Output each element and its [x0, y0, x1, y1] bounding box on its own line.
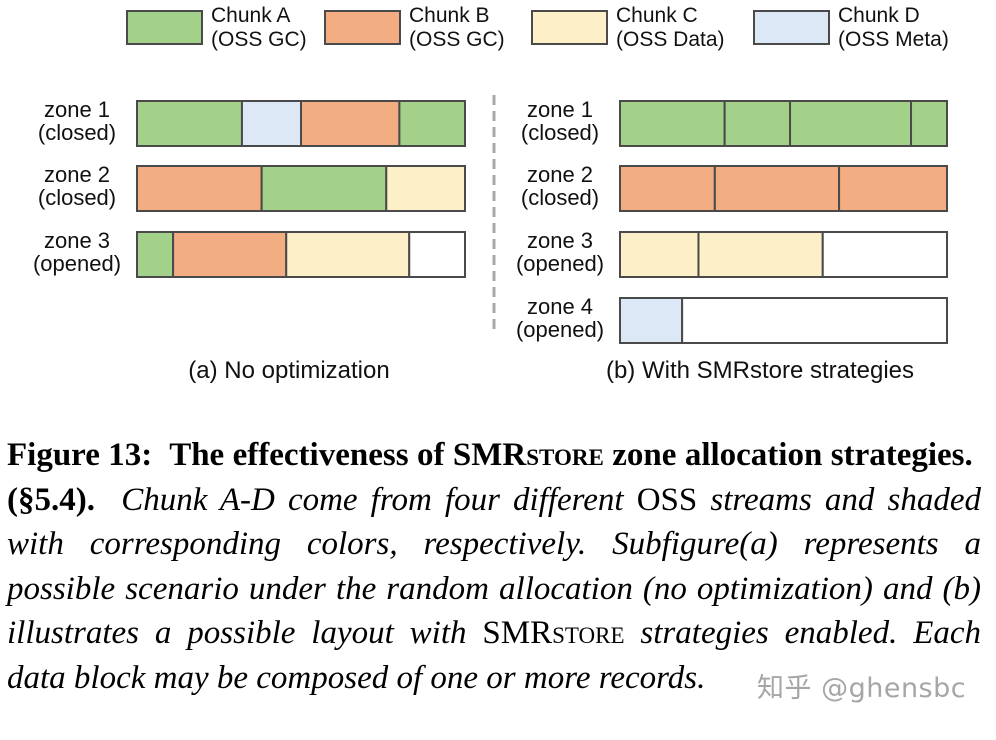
caption-text-1: Chunk A-D come from four different	[121, 481, 624, 518]
panel-a-caption: (a) No optimization	[188, 357, 389, 384]
legend-label-c: Chunk C	[616, 4, 698, 27]
panel-a-zone-3-name: zone 3	[44, 228, 110, 253]
panel-a-zone-2-state: (closed)	[38, 185, 116, 210]
panel-a-zone-1-block-3	[300, 100, 401, 147]
panel-b-zone-2-block-1	[619, 165, 716, 212]
caption-section-ref: (§5.4).	[7, 481, 95, 518]
panel-b-caption: (b) With SMRstore strategies	[606, 357, 914, 384]
caption-label: Figure 13:	[7, 437, 153, 473]
panel-a-zone-2-block-1	[136, 165, 263, 212]
legend-sublabel-b: (OSS GC)	[409, 28, 505, 51]
panel-a-zone-1-block-2	[240, 100, 303, 147]
panel-b-zone-3-block-3	[821, 231, 948, 278]
panel-b-zone-1-block-2	[723, 100, 792, 147]
panel-a-zone-2-block-3	[385, 165, 466, 212]
panel-a-zone-2-block-2	[260, 165, 388, 212]
panel-a-zone-1-block-4	[398, 100, 466, 147]
legend-swatch-a	[126, 10, 203, 45]
panel-b-zone-2-name: zone 2	[527, 162, 593, 187]
caption-title: The effectiveness of SMRstore zone alloc…	[169, 437, 973, 473]
panel-b-zone-2-block-2	[713, 165, 841, 212]
panel-b-zone-4-block-1	[619, 297, 684, 344]
panel-b-zone-4-block-2	[681, 297, 948, 344]
panel-a-zone-3-block-4	[408, 231, 466, 278]
panel-b-zone-3-block-2	[697, 231, 824, 278]
panel-b-zone-4-state: (opened)	[516, 317, 604, 342]
panel-b-zone-1-block-3	[789, 100, 913, 147]
legend-label-b: Chunk B	[409, 4, 490, 27]
panel-b-zone-2-state: (closed)	[521, 185, 599, 210]
panel-a-zone-1-name: zone 1	[44, 97, 110, 122]
legend-label-a: Chunk A	[211, 4, 290, 27]
panel-a-zone-3-block-2	[172, 231, 288, 278]
panel-b-zone-1-state: (closed)	[521, 120, 599, 145]
caption-oss: OSS	[636, 481, 698, 518]
panel-b-zone-2-block-3	[838, 165, 949, 212]
panel-b-zone-3-block-1	[619, 231, 700, 278]
panel-b-zone-1-block-4	[910, 100, 949, 147]
panel-a-zone-2-name: zone 2	[44, 162, 110, 187]
legend-sublabel-d: (OSS Meta)	[838, 28, 949, 51]
zone-allocation-figure: Chunk A(OSS GC)Chunk B(OSS GC)Chunk C(OS…	[33, 4, 949, 384]
panel-b-zone-4-name: zone 4	[527, 294, 593, 319]
panel-b-zone-3-name: zone 3	[527, 228, 593, 253]
panel-b-zone-3-state: (opened)	[516, 251, 604, 276]
panel-b-zone-1-name: zone 1	[527, 97, 593, 122]
panel-a-zone-1-block-1	[136, 100, 243, 147]
caption-smrstore: SMRstore	[482, 615, 625, 651]
legend-swatch-d	[753, 10, 830, 45]
panel-a-zone-3-state: (opened)	[33, 251, 121, 276]
panel-a-zone-1-state: (closed)	[38, 120, 116, 145]
legend-sublabel-a: (OSS GC)	[211, 28, 307, 51]
legend-label-d: Chunk D	[838, 4, 920, 27]
panel-a-zone-3-block-1	[136, 231, 175, 278]
figure-caption: Figure 13: The effectiveness of SMRstore…	[7, 433, 981, 700]
legend-swatch-c	[531, 10, 608, 45]
panel-a-zone-3-block-3	[285, 231, 411, 278]
caption-text-3: strategies enabled. Each data block may …	[7, 615, 982, 696]
panel-b-zone-1-block-1	[619, 100, 726, 147]
legend-swatch-b	[324, 10, 401, 45]
caption-text-2: streams and shaded with corresponding co…	[7, 481, 982, 652]
legend-sublabel-c: (OSS Data)	[616, 28, 725, 51]
